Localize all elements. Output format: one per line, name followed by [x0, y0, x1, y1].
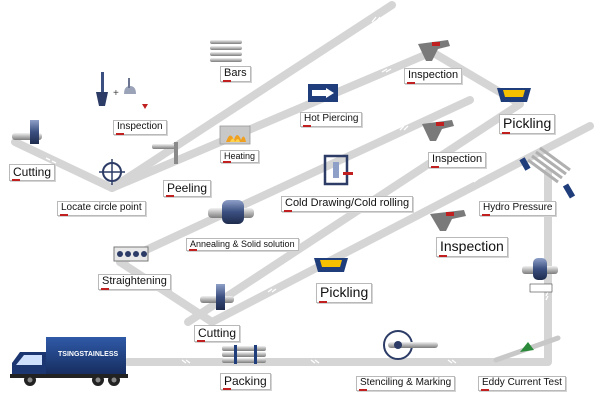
caliper-icon-2: [422, 120, 454, 141]
hydro-pressure-tester-icon: [519, 146, 576, 199]
pickling-tank-icon: [497, 88, 531, 102]
inspection-tools-icon: +: [96, 72, 148, 109]
ultrasonic-tester-icon: [522, 258, 558, 293]
step-label-locate-circle-point: Locate circle point: [57, 201, 146, 216]
peeling-icon: [152, 142, 178, 164]
step-label-inspection-4: Inspection: [436, 237, 508, 257]
stenciling-marking-icon: [383, 330, 438, 360]
step-label-heating: Heating: [220, 150, 260, 164]
step-label-hydro-pressure: Hydro Pressure: [479, 201, 557, 216]
cutting-saw-icon-2: [200, 284, 234, 310]
step-label-stenciling: Stenciling & Marking: [356, 376, 456, 391]
step-label-cold-drawing: Cold Drawing/Cold rolling: [281, 196, 414, 212]
cold-drawing-machine-icon: [323, 154, 353, 186]
step-label-inspection-2: Inspection: [404, 68, 463, 84]
caliper-icon: [418, 40, 450, 61]
step-label-pickling-1: Pickling: [499, 114, 556, 134]
step-label-bars: Bars: [220, 66, 251, 82]
heating-furnace-icon: [219, 125, 251, 145]
step-label-pickling-2: Pickling: [316, 283, 373, 303]
bars-icon: [210, 40, 242, 62]
caliper-icon-3: [430, 210, 466, 231]
delivery-truck-icon: TSINGSTAINLESS: [10, 337, 128, 386]
step-label-hot-piercing: Hot Piercing: [300, 112, 363, 127]
cutting-saw-icon: [12, 120, 42, 144]
hot-piercing-icon: [308, 84, 338, 102]
eddy-current-tester-icon: [493, 335, 561, 363]
step-label-cutting-2: Cutting: [194, 325, 241, 342]
packed-tubes-icon: [222, 345, 266, 364]
step-label-eddy-current: Eddy Current Test: [478, 376, 566, 391]
annealing-furnace-icon: [208, 200, 254, 224]
straightening-machine-icon: [113, 246, 149, 262]
step-label-inspection-1: Inspection: [113, 120, 167, 135]
step-label-packing: Packing: [220, 373, 271, 390]
flow-segment-3: [116, 96, 474, 266]
crosshair-icon: [99, 159, 125, 185]
step-label-inspection-3: Inspection: [428, 152, 487, 168]
step-label-peeling: Peeling: [163, 180, 212, 197]
svg-text:+: +: [113, 88, 119, 99]
step-label-annealing: Annealing & Solid solution: [186, 238, 299, 252]
truck-logo-text: TSINGSTAINLESS: [58, 351, 118, 358]
flow-segment-5: [124, 168, 552, 366]
step-label-straightening: Straightening: [98, 274, 171, 290]
step-label-cutting-1: Cutting: [9, 164, 56, 181]
flow-path: [11, 1, 594, 366]
flow-segment-2: [108, 48, 524, 326]
pickling-tank-icon-2: [314, 258, 348, 272]
